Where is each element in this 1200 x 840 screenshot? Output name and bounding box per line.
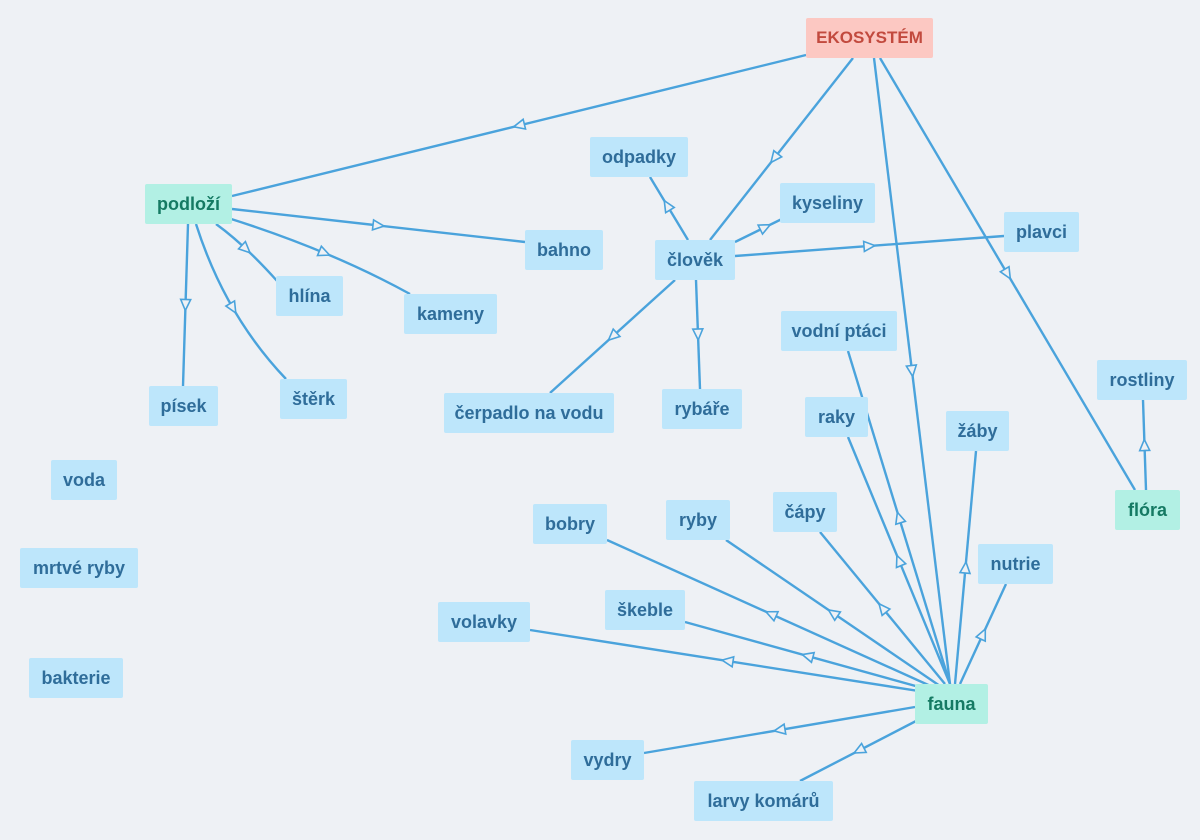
arrowhead-fauna-ryby [826, 608, 842, 622]
arrowhead-fauna-bobry [764, 610, 780, 623]
node-flora[interactable]: flóra [1115, 490, 1180, 530]
node-ekosystem[interactable]: EKOSYSTÉM [806, 18, 933, 58]
arrowhead-fauna-vodni-ptaci [894, 510, 907, 526]
node-bahno[interactable]: bahno [525, 230, 603, 270]
node-vydry[interactable]: vydry [571, 740, 644, 780]
node-fauna[interactable]: fauna [915, 684, 988, 724]
arrowhead-ekosystem-podlozi [511, 117, 527, 131]
arrowhead-fauna-capy [877, 602, 892, 617]
node-zaby[interactable]: žáby [946, 411, 1009, 451]
edge-ekosystem-clovek [709, 57, 854, 241]
arrowhead-flora-rostliny [1138, 437, 1151, 452]
node-volavky[interactable]: volavky [438, 602, 530, 642]
arrowhead-clovek-plavci [862, 240, 877, 253]
node-capy[interactable]: čápy [773, 492, 837, 532]
arrowhead-podlozi-kameny [316, 244, 332, 257]
node-skeble[interactable]: škeble [605, 590, 685, 630]
arrowhead-ekosystem-fauna [905, 363, 918, 379]
arrowhead-clovek-rybare [691, 327, 705, 342]
node-vodni-ptaci[interactable]: vodní ptáci [781, 311, 897, 351]
node-cerpadlo[interactable]: čerpadlo na vodu [444, 393, 614, 433]
arrowhead-fauna-zaby [958, 560, 972, 575]
node-ryby[interactable]: ryby [666, 500, 730, 540]
arrowhead-ekosystem-flora [998, 265, 1012, 281]
node-odpadky[interactable]: odpadky [590, 137, 688, 177]
node-hlina[interactable]: hlína [276, 276, 343, 316]
node-sterk[interactable]: štěrk [280, 379, 347, 419]
arrowhead-fauna-vydry [772, 722, 787, 736]
node-plavci[interactable]: plavci [1004, 212, 1079, 252]
arrowhead-podlozi-sterk [224, 299, 237, 315]
node-larvy-komaru[interactable]: larvy komárů [694, 781, 833, 821]
arrowhead-clovek-kyseliny [756, 223, 772, 236]
arrowhead-podlozi-hlina [237, 240, 252, 255]
arrowhead-ekosystem-clovek [769, 149, 784, 164]
node-clovek[interactable]: člověk [655, 240, 735, 280]
arrowhead-podlozi-bahno [371, 218, 386, 231]
arrowhead-fauna-skeble [800, 651, 816, 664]
node-mrtve-ryby[interactable]: mrtvé ryby [20, 548, 138, 588]
arrowhead-clovek-cerpadlo [606, 327, 622, 342]
arrowhead-fauna-volavky [720, 655, 735, 669]
arrowhead-clovek-odpadky [663, 198, 676, 214]
node-kyseliny[interactable]: kyseliny [780, 183, 875, 223]
node-kameny[interactable]: kameny [404, 294, 497, 334]
arrowhead-fauna-nutrie [974, 627, 987, 643]
node-rostliny[interactable]: rostliny [1097, 360, 1187, 400]
node-raky[interactable]: raky [805, 397, 868, 437]
node-pisek[interactable]: písek [149, 386, 218, 426]
node-rybare[interactable]: rybáře [662, 389, 742, 429]
node-nutrie[interactable]: nutrie [978, 544, 1053, 584]
arrowhead-fauna-larvy [852, 742, 868, 754]
node-podlozi[interactable]: podloží [145, 184, 232, 224]
arrowhead-podlozi-pisek [179, 298, 192, 313]
node-voda[interactable]: voda [51, 460, 117, 500]
arrowhead-fauna-raky [895, 553, 908, 569]
node-bakterie[interactable]: bakterie [29, 658, 123, 698]
node-bobry[interactable]: bobry [533, 504, 607, 544]
